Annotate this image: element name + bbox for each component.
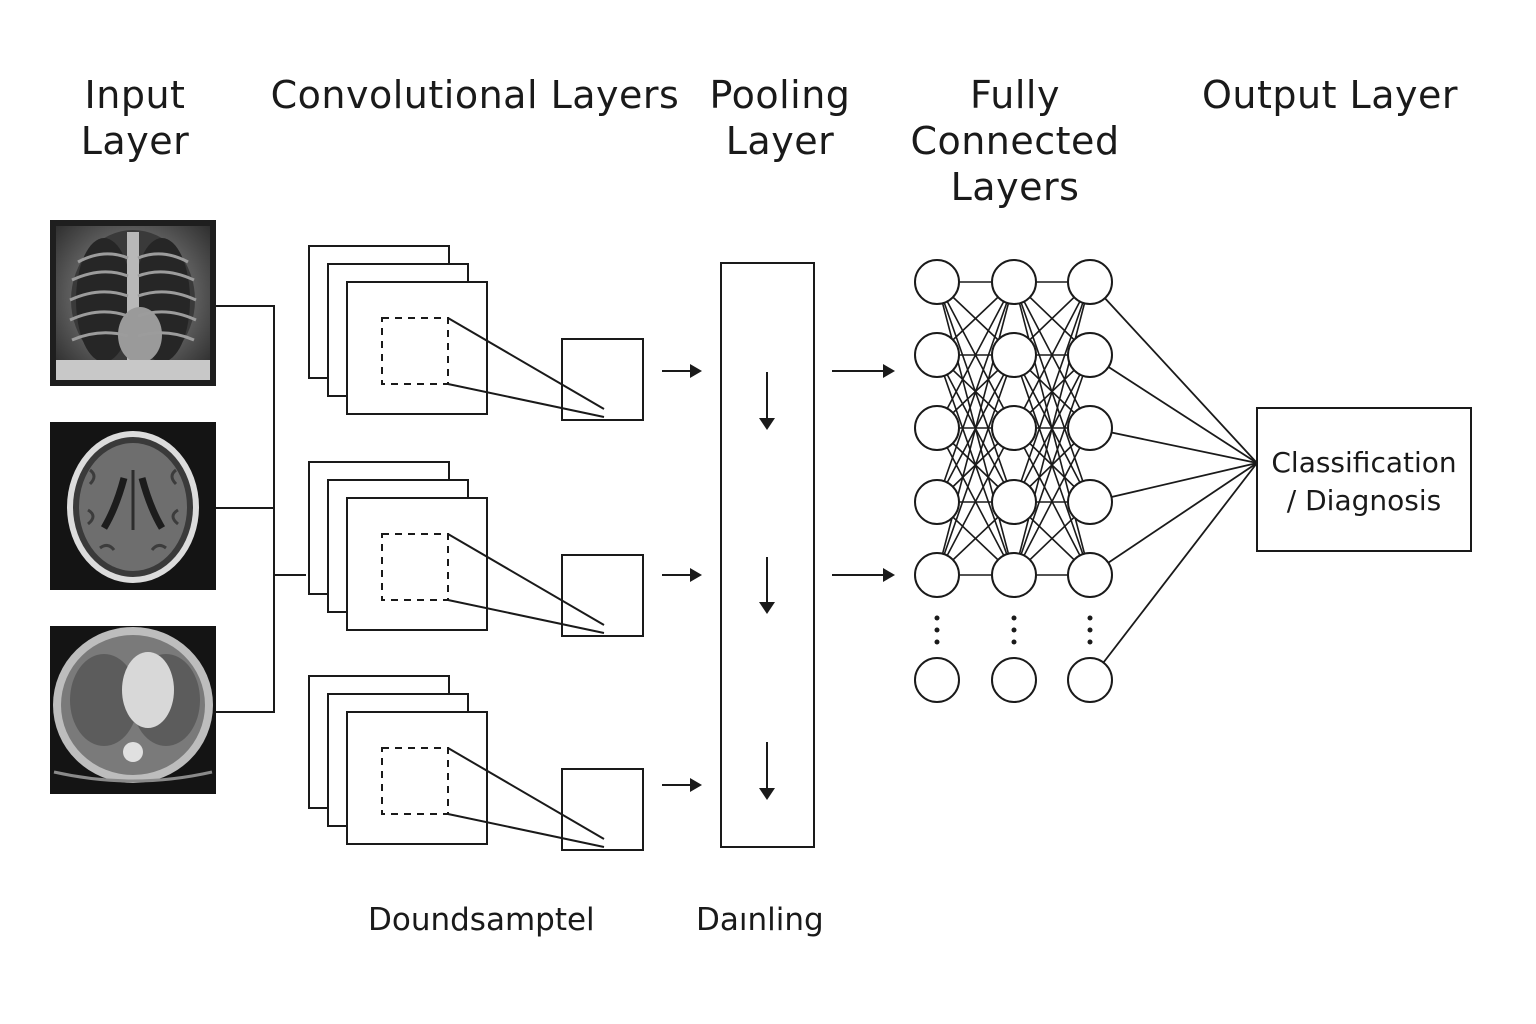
output-layer-heading: Output Layer [1195, 72, 1465, 118]
neuron [914, 479, 960, 525]
ellipsis-dot [1087, 615, 1093, 621]
convolutional-layers-heading: Convolutional Layers [270, 72, 680, 118]
neuron [914, 657, 960, 703]
projection-line [447, 317, 605, 410]
neuron [914, 552, 960, 598]
downsampled-map [561, 338, 644, 421]
output-box [1256, 407, 1472, 552]
ellipsis-dot [934, 639, 940, 645]
feature-map [346, 497, 488, 631]
heading-line: Input [84, 73, 186, 117]
conv-stack [308, 461, 644, 637]
down-arrowhead [759, 602, 775, 614]
neuron [991, 332, 1037, 378]
heading-line: Layer [725, 119, 835, 163]
right-arrowhead [690, 778, 702, 792]
projection-line [447, 599, 605, 634]
right-arrowhead [883, 364, 895, 378]
output-label-line: Classification [1271, 446, 1456, 479]
input-connector [216, 305, 306, 713]
projection-line [447, 533, 605, 626]
heading-line: Layers [950, 165, 1080, 209]
right-arrowhead [690, 364, 702, 378]
heading-line: Connected [910, 119, 1120, 163]
neuron [991, 259, 1037, 305]
output-edge [1089, 354, 1258, 464]
flow-arrows [662, 364, 895, 792]
neuron [914, 259, 960, 305]
projection-line [447, 813, 605, 848]
neuron [1067, 259, 1113, 305]
conv-stack [308, 245, 644, 421]
output-edge [1089, 462, 1258, 576]
kernel-window [381, 317, 449, 385]
ellipsis-dot [1011, 639, 1017, 645]
heading-line: Layer [80, 119, 190, 163]
ellipsis-dot [1087, 627, 1093, 633]
conv-caption: Doundsamptel [368, 902, 595, 938]
kernel-window [381, 533, 449, 601]
down-arrowhead [759, 418, 775, 430]
kernel-window [381, 747, 449, 815]
fc-edge [1013, 427, 1091, 576]
heading-line: Fully [970, 73, 1060, 117]
chest-ct-image [50, 626, 216, 794]
ellipsis-dot [934, 627, 940, 633]
fc-edge [936, 354, 1015, 576]
down-arrowhead [759, 788, 775, 800]
neuron [914, 405, 960, 451]
fc-edge [1013, 281, 1091, 429]
projection-line [447, 747, 605, 840]
right-arrowhead [883, 568, 895, 582]
chest-xray-image [50, 220, 216, 386]
neuron [1067, 479, 1113, 525]
downsampled-map [561, 768, 644, 851]
output-label-line: / Diagnosis [1287, 484, 1441, 517]
output-edge [1089, 462, 1258, 681]
ellipsis-dot [1011, 627, 1017, 633]
heading-line: Convolutional Layers [270, 73, 680, 117]
fc-edge [936, 427, 1015, 576]
neuron [1067, 552, 1113, 598]
heading-line: Pooling [709, 73, 851, 117]
projection-line [447, 383, 605, 418]
ellipsis-dot [1087, 639, 1093, 645]
fc-edge [936, 281, 1015, 576]
output-edge [1089, 427, 1258, 464]
conv-stack [308, 675, 644, 851]
fc-edge [936, 281, 1015, 429]
fc-edge [936, 281, 1015, 503]
conv-feature-maps [308, 245, 644, 851]
pooling-arrows [759, 372, 775, 800]
neuron [914, 332, 960, 378]
ellipsis-dot [1011, 615, 1017, 621]
brain-mri-image [50, 422, 216, 590]
neuron [1067, 332, 1113, 378]
output-edge [1089, 462, 1258, 503]
neuron [991, 479, 1037, 525]
fully-connected-heading: Fully Connected Layers [900, 72, 1130, 210]
neuron [1067, 657, 1113, 703]
downsampled-map [561, 554, 644, 637]
heading-line: Output Layer [1201, 73, 1459, 117]
input-layer-heading: Input Layer [60, 72, 210, 164]
feature-map [346, 711, 488, 845]
neuron [991, 552, 1037, 598]
pooling-column [720, 262, 815, 848]
fc-edge [1013, 354, 1091, 576]
output-edge [1089, 281, 1258, 464]
pool-caption: Daınling [696, 902, 824, 938]
neuron [1067, 405, 1113, 451]
right-arrowhead [690, 568, 702, 582]
ellipsis-dot [934, 615, 940, 621]
pooling-layer-heading: Pooling Layer [700, 72, 860, 164]
fc-edge [1013, 281, 1091, 503]
neuron [991, 405, 1037, 451]
feature-map [346, 281, 488, 415]
neuron [991, 657, 1037, 703]
fc-edge [1013, 281, 1091, 576]
fc-neurons [914, 259, 1113, 703]
